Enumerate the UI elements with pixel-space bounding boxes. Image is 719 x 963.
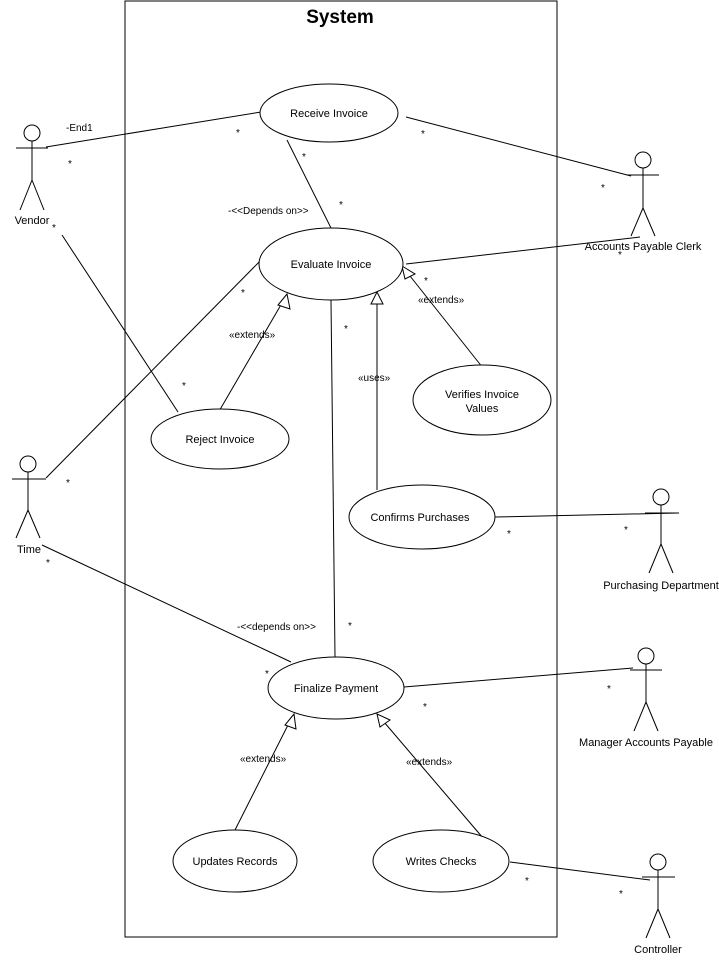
actor-purchasing-department-label: Purchasing Department	[603, 580, 719, 592]
use-case-writes-checks[interactable]: Writes Checks	[372, 829, 510, 893]
multiplicity-marker: *	[339, 200, 343, 211]
use-case-verifies-invoice-label-2: Values	[466, 403, 499, 415]
actor-accounts-payable-clerk-label: Accounts Payable Clerk	[585, 241, 702, 253]
use-cases: Receive Invoice Evaluate Invoice Reject …	[150, 83, 552, 893]
actor-accounts-payable-clerk[interactable]: Accounts Payable Clerk	[585, 151, 702, 253]
multiplicity-markers: * * * * * * * * * * * * * * * * * * * * …	[46, 128, 628, 900]
use-case-writes-checks-label: Writes Checks	[406, 856, 477, 868]
assoc-evaluate-clerk	[405, 236, 641, 265]
use-case-updates-records[interactable]: Updates Records	[172, 829, 298, 893]
use-case-reject-invoice-label: Reject Invoice	[185, 434, 254, 446]
associations	[41, 111, 679, 881]
use-case-confirms-purchases-label: Confirms Purchases	[370, 512, 470, 524]
extends-reject-label: «extends»	[229, 330, 276, 341]
extends-updates-finalize	[234, 722, 290, 831]
assoc-finalize-manager	[403, 667, 634, 688]
uses-label: «uses»	[358, 373, 391, 384]
use-case-evaluate-invoice-label: Evaluate Invoice	[291, 259, 372, 271]
extend-relations	[217, 264, 484, 839]
assoc-time-evaluate	[45, 255, 266, 479]
extends-reject-evaluate	[217, 302, 283, 414]
use-case-reject-invoice[interactable]: Reject Invoice	[150, 408, 290, 470]
actor-vendor[interactable]: Vendor	[15, 124, 50, 227]
actor-time-label: Time	[17, 544, 41, 556]
depends-on-lower-label: -<<depends on>>	[237, 622, 316, 633]
use-case-updates-records-label: Updates Records	[193, 856, 278, 868]
extends-writes-arrowhead	[376, 713, 391, 728]
use-case-finalize-payment[interactable]: Finalize Payment	[267, 656, 405, 720]
system-title: System	[306, 7, 374, 28]
multiplicity-marker: *	[241, 288, 245, 299]
multiplicity-marker: *	[619, 889, 623, 900]
extends-updates-arrowhead	[284, 712, 297, 730]
multiplicity-marker: *	[423, 702, 427, 713]
use-case-verifies-invoice-values[interactable]: Verifies Invoice Values	[412, 364, 552, 436]
depends-on-upper-label: -<<Depends on>>	[228, 206, 309, 217]
end1-label: -End1	[66, 123, 93, 134]
assoc-time-finalize	[41, 544, 292, 663]
relationship-labels: -End1 -<<Depends on>> «extends» «extends…	[66, 123, 465, 768]
actor-time[interactable]: Time	[12, 455, 46, 556]
actor-manager-accounts-payable[interactable]: Manager Accounts Payable	[579, 647, 713, 749]
multiplicity-marker: *	[424, 276, 428, 287]
use-case-receive-invoice[interactable]: Receive Invoice	[259, 83, 399, 143]
assoc-receive-evaluate	[286, 139, 332, 229]
multiplicity-marker: *	[421, 129, 425, 140]
actor-controller[interactable]: Controller	[634, 853, 682, 956]
extends-updates-label: «extends»	[240, 754, 287, 765]
assoc-receive-clerk	[405, 116, 632, 177]
assoc-evaluate-finalize	[330, 299, 336, 658]
extends-verifies-label: «extends»	[418, 295, 465, 306]
extends-verifies-evaluate	[409, 275, 484, 369]
multiplicity-marker: *	[46, 558, 50, 569]
multiplicity-marker: *	[265, 669, 269, 680]
actor-controller-label: Controller	[634, 944, 682, 956]
multiplicity-marker: *	[618, 250, 622, 261]
actor-vendor-label: Vendor	[15, 215, 50, 227]
extends-reject-arrowhead	[277, 292, 291, 310]
multiplicity-marker: *	[601, 183, 605, 194]
multiplicity-marker: *	[52, 223, 56, 234]
multiplicity-marker: *	[344, 324, 348, 335]
extends-writes-label: «extends»	[406, 757, 453, 768]
multiplicity-marker: *	[182, 381, 186, 392]
use-case-evaluate-invoice[interactable]: Evaluate Invoice	[258, 227, 404, 301]
multiplicity-marker: *	[507, 529, 511, 540]
assoc-vendor-receive	[45, 111, 262, 148]
multiplicity-marker: *	[525, 876, 529, 887]
multiplicity-marker: *	[624, 525, 628, 536]
multiplicity-marker: *	[348, 621, 352, 632]
use-case-confirms-purchases[interactable]: Confirms Purchases	[348, 484, 496, 550]
multiplicity-marker: *	[302, 152, 306, 163]
multiplicity-marker: *	[236, 128, 240, 139]
use-case-receive-invoice-label: Receive Invoice	[290, 108, 368, 120]
assoc-confirms-purchasing	[494, 512, 679, 518]
uses-confirms-arrowhead	[370, 290, 384, 305]
use-case-finalize-payment-label: Finalize Payment	[294, 683, 378, 695]
actor-manager-accounts-payable-label: Manager Accounts Payable	[579, 737, 713, 749]
extends-verifies-arrowhead	[401, 264, 417, 280]
system-boundary	[124, 0, 558, 938]
extends-writes-finalize	[383, 721, 484, 839]
assoc-writes-controller	[509, 861, 651, 881]
multiplicity-marker: *	[66, 478, 70, 489]
multiplicity-marker: *	[607, 684, 611, 695]
assoc-vendor-reject	[61, 234, 179, 413]
actor-purchasing-department[interactable]: Purchasing Department	[603, 488, 719, 592]
use-case-verifies-invoice-label-1: Verifies Invoice	[445, 389, 519, 401]
multiplicity-marker: *	[68, 159, 72, 170]
